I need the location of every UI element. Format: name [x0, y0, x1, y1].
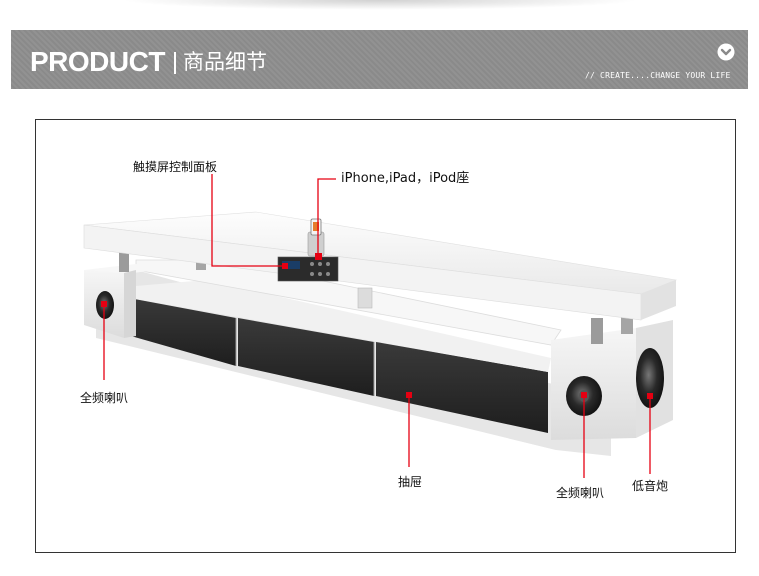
- banner-subtitle: 商品细节: [183, 50, 267, 74]
- tv-cabinet-illustration: [83, 174, 678, 478]
- callout-right-speaker: 全频喇叭: [556, 486, 605, 500]
- drawer-left: [124, 297, 236, 366]
- drawer-middle: [238, 318, 374, 396]
- ipod-dock-icon: [307, 231, 325, 257]
- banner-title: PRODUCT: [30, 46, 165, 77]
- callout-drawer: 抽屉: [398, 475, 423, 489]
- top-shadow: [120, 0, 640, 10]
- banner-divider: [174, 52, 176, 74]
- post-right: [591, 318, 603, 344]
- banner-tagline: // CREATE....CHANGE YOUR LIFE: [585, 71, 731, 80]
- callout-subwoofer: 低音炮: [632, 479, 669, 493]
- left-speaker-box-side: [124, 270, 136, 338]
- callout-dock: iPhone,iPad，iPod座: [341, 171, 470, 186]
- product-detail-frame: 触摸屏控制面板 iPhone,iPad，iPod座 全频喇叭 抽屉 全频喇叭 低…: [35, 119, 736, 553]
- post-left: [119, 248, 129, 272]
- post-center: [357, 287, 373, 309]
- callout-left-speaker: 全频喇叭: [80, 391, 129, 405]
- drawer-top-surface: [124, 280, 551, 372]
- subwoofer-cone: [636, 348, 664, 408]
- callout-touch-panel: 触摸屏控制面板: [133, 160, 218, 174]
- section-banner: PRODUCT 商品细节 // CREATE....CHANGE YOUR LI…: [11, 30, 748, 89]
- chevron-down-circle-icon[interactable]: [717, 43, 735, 61]
- callout-line-dock: [317, 178, 336, 256]
- drawer-right: [376, 342, 548, 433]
- top-slab-end: [641, 280, 676, 320]
- callout-line-touch-panel: [211, 174, 286, 267]
